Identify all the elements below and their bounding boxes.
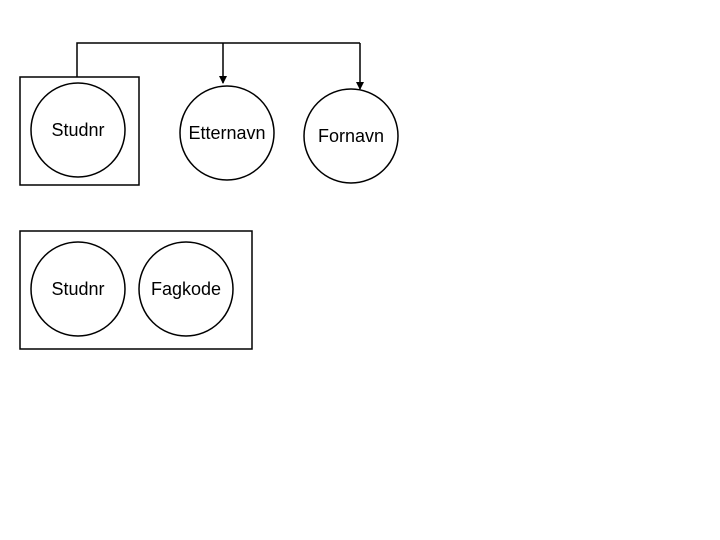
attribute-studnr: Studnr	[30, 82, 126, 178]
key-box	[19, 230, 253, 350]
attribute-circle	[30, 82, 126, 178]
attribute-circle	[179, 85, 275, 181]
attribute-etternavn: Etternavn	[179, 85, 275, 181]
attribute-fagkode: Fagkode	[138, 241, 234, 337]
attribute-label: Studnr	[51, 279, 104, 299]
attribute-label: Etternavn	[188, 123, 265, 143]
determinant-box	[19, 76, 140, 186]
attribute-label: Studnr	[51, 120, 104, 140]
attribute-studnr-2: Studnr	[30, 241, 126, 337]
dependency-connector	[76, 42, 360, 77]
composite-key: Studnr Fagkode	[19, 230, 253, 350]
attribute-circle	[138, 241, 234, 337]
attribute-label: Fornavn	[318, 126, 384, 146]
attribute-fornavn: Fornavn	[303, 88, 399, 184]
attribute-circle	[30, 241, 126, 337]
dependency-1: Studnr Etternavn Fornavn	[19, 42, 399, 186]
attribute-circle	[303, 88, 399, 184]
attribute-label: Fagkode	[151, 279, 221, 299]
